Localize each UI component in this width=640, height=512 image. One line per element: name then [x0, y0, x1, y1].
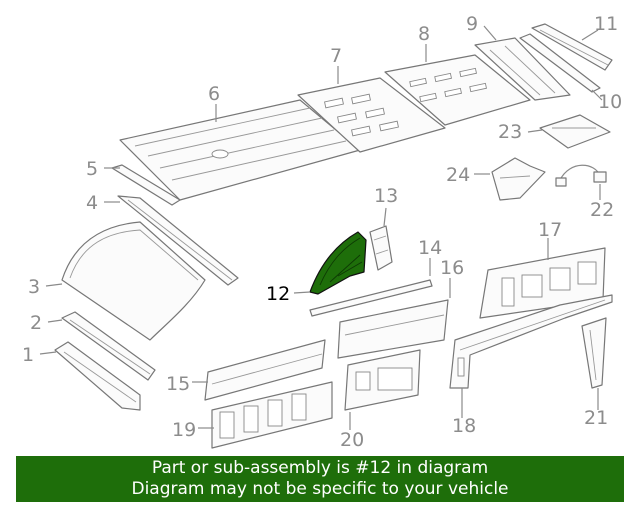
- header-strip-5: [111, 164, 181, 206]
- callout-23: 23: [498, 121, 522, 143]
- highlighted-part-12: [309, 231, 367, 295]
- inner-structure-18: [449, 294, 613, 389]
- roof-rail-11: [531, 23, 613, 71]
- callout-22: 22: [590, 199, 614, 221]
- callout-15: 15: [166, 373, 190, 395]
- callout-9: 9: [466, 13, 478, 35]
- callout-14: 14: [418, 237, 442, 259]
- bracket-13: [369, 225, 393, 271]
- callout-21: 21: [584, 407, 608, 429]
- trim-strip-14: [309, 279, 433, 317]
- callout-17: 17: [538, 219, 562, 241]
- leader-lines: [39, 25, 603, 430]
- roof-panel-8: [384, 54, 531, 126]
- wiring-22: [555, 164, 607, 187]
- callout-3: 3: [28, 276, 40, 298]
- callout-20: 20: [340, 429, 364, 451]
- callout-4: 4: [86, 192, 98, 214]
- callout-18: 18: [452, 415, 476, 437]
- callout-8: 8: [418, 23, 430, 45]
- callout-12: 12: [266, 283, 290, 305]
- roof-rail-10: [519, 33, 601, 93]
- windshield-3: [61, 221, 206, 341]
- roof-panel-9: [474, 37, 571, 101]
- callout-7: 7: [330, 45, 342, 67]
- callout-1: 1: [22, 344, 34, 366]
- callout-5: 5: [86, 158, 98, 180]
- bracket-24: [491, 157, 546, 201]
- side-panel-17: [479, 247, 606, 319]
- callout-19: 19: [172, 419, 196, 441]
- callout-16: 16: [440, 257, 464, 279]
- info-banner: Part or sub-assembly is #12 in diagram D…: [16, 456, 624, 502]
- callout-24: 24: [446, 164, 470, 186]
- callout-labels: 1 2 3 4 5 6 7 8 9 10 11 12 13 14 15 16 1…: [22, 13, 622, 451]
- pillar-21: [581, 317, 607, 389]
- callout-13: 13: [374, 185, 398, 207]
- cowl-panel-1: [54, 341, 141, 411]
- a-pillar-4: [117, 195, 239, 286]
- roof-panel-7: [297, 77, 446, 153]
- cowl-panel-2: [61, 311, 156, 381]
- bracket-23: [539, 114, 611, 149]
- callout-11: 11: [594, 13, 618, 35]
- banner-line-2: Diagram may not be specific to your vehi…: [131, 479, 509, 499]
- side-panel-20: [344, 349, 421, 411]
- roof-panel-6: [119, 99, 361, 201]
- side-panel-16: [337, 299, 449, 359]
- side-panel-15: [204, 339, 326, 401]
- banner-line-1: Part or sub-assembly is #12 in diagram: [151, 458, 489, 478]
- side-panel-19: [211, 381, 333, 449]
- callout-2: 2: [30, 312, 42, 334]
- callout-6: 6: [208, 83, 220, 105]
- callout-10: 10: [598, 91, 622, 113]
